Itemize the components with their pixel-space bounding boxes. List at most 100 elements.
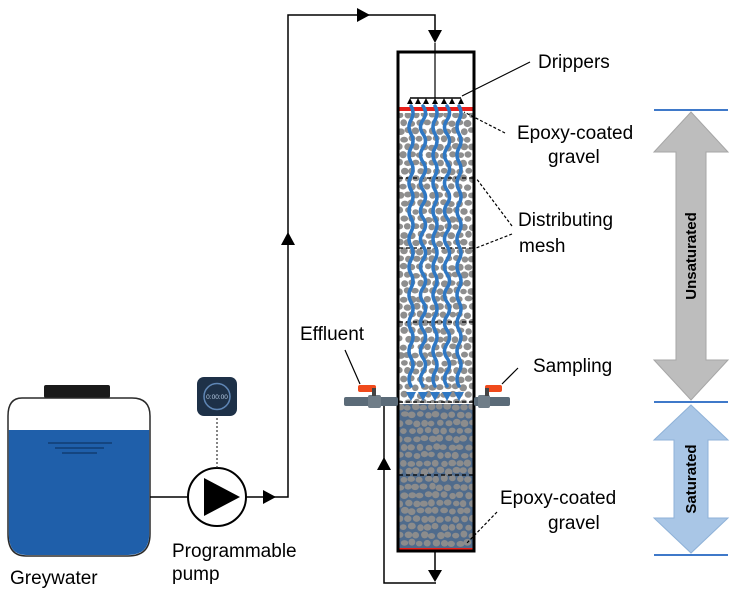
gravel-particle — [421, 319, 429, 326]
gravel-particle — [468, 224, 473, 231]
gravel-particle — [437, 452, 444, 459]
gravel-particle — [461, 453, 469, 459]
gravel-particle — [468, 270, 473, 278]
gravel-particle — [460, 367, 468, 375]
gravel-particle — [399, 420, 404, 427]
gravel-particle — [464, 360, 473, 366]
gravel-particle — [460, 419, 469, 427]
gravel-particle — [425, 412, 432, 419]
gravel-particle — [416, 427, 424, 435]
gravel-particle — [467, 467, 473, 475]
dripper-icon — [441, 98, 447, 104]
gravel-particle — [448, 427, 456, 434]
gravel-particle — [412, 159, 420, 166]
gravel-particle — [456, 411, 465, 419]
greywater-label: Greywater — [10, 568, 98, 589]
gravel-particle — [429, 304, 437, 311]
gravel-particle — [399, 524, 407, 530]
gravel-particle — [411, 352, 419, 359]
gravel-particle — [421, 531, 429, 539]
drippers-leader — [461, 61, 531, 97]
gravel-particle — [401, 200, 409, 207]
gravel-particle — [464, 427, 472, 434]
gravel-particle — [424, 217, 433, 223]
gravel-particle — [423, 524, 432, 531]
gravel-particle — [436, 288, 444, 296]
gravel-particle — [441, 248, 449, 255]
saturated-zone-arrow — [652, 404, 730, 554]
gravel-particle — [444, 531, 452, 538]
gravel-particle — [413, 302, 421, 310]
gravel-particle — [448, 411, 456, 418]
gravel-particle — [469, 208, 473, 215]
gravel-particle — [468, 127, 473, 133]
gravel-particle — [468, 351, 473, 358]
gravel-particle — [408, 538, 416, 546]
gravel-particle — [407, 444, 415, 451]
gravel-particle — [464, 295, 473, 302]
unsaturated-label: Unsaturated — [683, 212, 700, 300]
gravel-particle — [401, 360, 408, 366]
gravel-particle — [439, 311, 447, 318]
flow-arrow-right-icon — [263, 490, 276, 504]
flow-line — [407, 104, 415, 388]
gravel-particle — [399, 485, 405, 491]
gravel-particle — [399, 191, 405, 199]
gravel-particle — [431, 459, 439, 467]
gravel-particle — [401, 167, 409, 175]
gravel-particle — [412, 384, 419, 392]
gravel-particle — [463, 136, 471, 143]
gravel-particle — [449, 343, 457, 350]
mesh-label-line2: mesh — [519, 236, 565, 257]
gravel-particle — [399, 451, 404, 458]
gravel-particle — [449, 508, 456, 515]
flow-arrowhead-icon — [430, 392, 440, 401]
water-surface-lines — [48, 442, 112, 454]
gravel-particle — [460, 208, 468, 215]
gravel-particle — [400, 460, 407, 467]
gravel-particle — [400, 476, 408, 483]
gravel-particle — [424, 312, 432, 319]
gravel-particle — [415, 540, 423, 547]
gravel-particle — [399, 335, 403, 342]
gravel-particle — [437, 532, 445, 540]
gravel-particle — [431, 522, 439, 530]
gravel-particle — [463, 459, 472, 467]
gravel-particle — [412, 255, 421, 262]
gravel-particle — [464, 216, 472, 222]
gravel-particle — [425, 376, 433, 383]
gravel-particle — [452, 224, 459, 230]
gravel-particle — [457, 152, 465, 159]
gravel-particle — [451, 336, 459, 344]
gravel-particle — [468, 256, 473, 263]
gravel-particle — [459, 500, 467, 508]
gravel-particle — [405, 419, 413, 426]
gravel-particle — [416, 443, 424, 451]
percolation-flow — [406, 104, 464, 401]
programmable-pump — [187, 467, 247, 527]
gravel-particle — [468, 514, 473, 523]
gravel-particle — [443, 499, 452, 506]
gravel-particle — [400, 215, 409, 222]
gravel-particle — [429, 192, 436, 199]
gravel-particle — [457, 475, 464, 482]
gravel-particle — [443, 404, 452, 410]
gravel-particle — [464, 199, 473, 206]
gravel-particle — [456, 540, 465, 547]
gravel-particle — [403, 223, 411, 230]
gravel-particle — [465, 524, 472, 531]
flow-line — [418, 104, 428, 388]
gravel-particle — [400, 119, 408, 127]
gravel-particle — [461, 256, 469, 263]
gravel-particle — [457, 507, 465, 515]
gravel-particle — [433, 443, 441, 450]
gravel-particle — [404, 531, 413, 539]
gravel-particle — [412, 239, 420, 247]
gravel-particle — [460, 288, 467, 295]
gravel-particle — [445, 420, 453, 427]
gravel-particle — [412, 368, 420, 375]
gravel-particle — [416, 360, 424, 368]
top-gravel-label-line1: Epoxy-coated — [517, 123, 633, 144]
gravel-particle — [399, 288, 403, 296]
